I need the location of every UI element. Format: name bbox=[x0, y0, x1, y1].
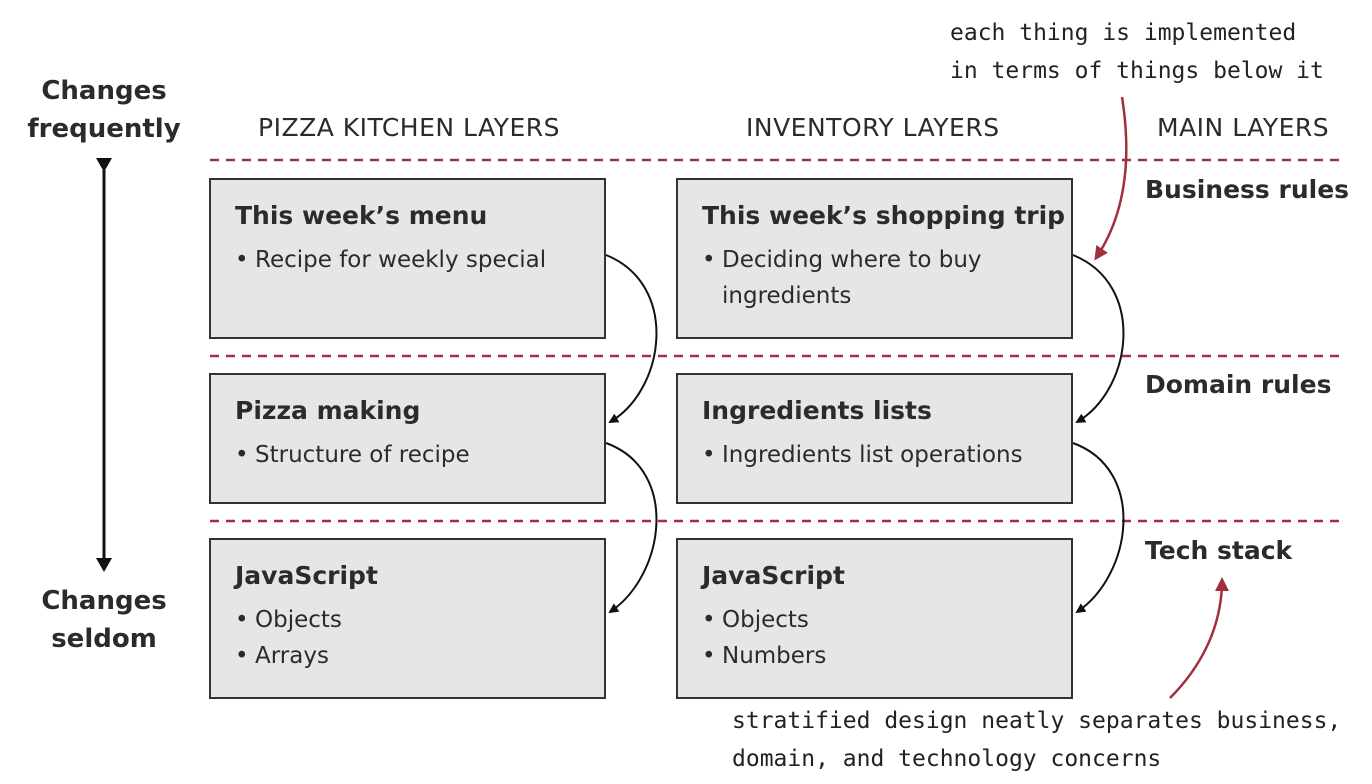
dependency-arrow-pizza-2 bbox=[605, 442, 658, 614]
layer-label-tech: Tech stack bbox=[1145, 536, 1293, 565]
annotation-arrow-bottom bbox=[1169, 577, 1229, 699]
axis-label-bottom: Changes seldom bbox=[14, 582, 194, 658]
box-item: Numbers bbox=[702, 638, 1051, 674]
box-item: Ingredients list operations bbox=[702, 437, 1051, 473]
box-item: Structure of recipe bbox=[235, 437, 584, 473]
annotation-bottom: stratified design neatly separates busin… bbox=[732, 702, 1341, 778]
column-header-main: MAIN LAYERS bbox=[1157, 113, 1330, 142]
box-title: JavaScript bbox=[235, 561, 378, 590]
axis-label-bottom-line2: seldom bbox=[51, 624, 157, 654]
axis-label-top: Changes frequently bbox=[14, 72, 194, 148]
inventory-box-ingredients: Ingredients lists Ingredients list opera… bbox=[676, 373, 1073, 504]
annotation-top-line1: each thing is implemented bbox=[950, 20, 1297, 46]
box-title: JavaScript bbox=[702, 561, 845, 590]
layer-label-business: Business rules bbox=[1145, 175, 1350, 204]
dependency-arrow-pizza-1 bbox=[605, 254, 658, 424]
box-title: Ingredients lists bbox=[702, 396, 932, 425]
annotation-bottom-line2: domain, and technology concerns bbox=[732, 746, 1162, 772]
annotation-bottom-line1: stratified design neatly separates busin… bbox=[732, 708, 1342, 734]
annotation-top: each thing is implemented in terms of th… bbox=[950, 14, 1324, 90]
inventory-box-shopping: This week’s shopping trip Deciding where… bbox=[676, 178, 1073, 339]
box-title: This week’s shopping trip bbox=[702, 201, 1066, 230]
box-title: Pizza making bbox=[235, 396, 421, 425]
box-title: This week’s menu bbox=[235, 201, 488, 230]
annotation-top-line2: in terms of things below it bbox=[950, 58, 1324, 84]
inventory-box-javascript: JavaScript Objects Numbers bbox=[676, 538, 1073, 699]
pizza-box-javascript: JavaScript Objects Arrays bbox=[209, 538, 606, 699]
axis-label-top-line1: Changes bbox=[41, 76, 167, 106]
axis-label-bottom-line1: Changes bbox=[41, 586, 167, 616]
axis-label-top-line2: frequently bbox=[27, 114, 181, 144]
layer-label-domain: Domain rules bbox=[1145, 370, 1332, 399]
box-item: Recipe for weekly special bbox=[235, 242, 584, 278]
column-header-inventory: INVENTORY LAYERS bbox=[746, 113, 1000, 142]
box-item: Objects bbox=[235, 602, 584, 638]
annotation-arrow-top bbox=[1094, 96, 1128, 261]
pizza-box-making: Pizza making Structure of recipe bbox=[209, 373, 606, 504]
dependency-arrow-inventory-1 bbox=[1072, 254, 1125, 424]
pizza-box-menu: This week’s menu Recipe for weekly speci… bbox=[209, 178, 606, 339]
column-header-pizza: PIZZA KITCHEN LAYERS bbox=[258, 113, 560, 142]
box-item: Deciding where to buy ingredients bbox=[702, 242, 1022, 314]
box-item: Arrays bbox=[235, 638, 584, 674]
dependency-arrow-inventory-2 bbox=[1072, 442, 1125, 614]
box-item: Objects bbox=[702, 602, 1051, 638]
